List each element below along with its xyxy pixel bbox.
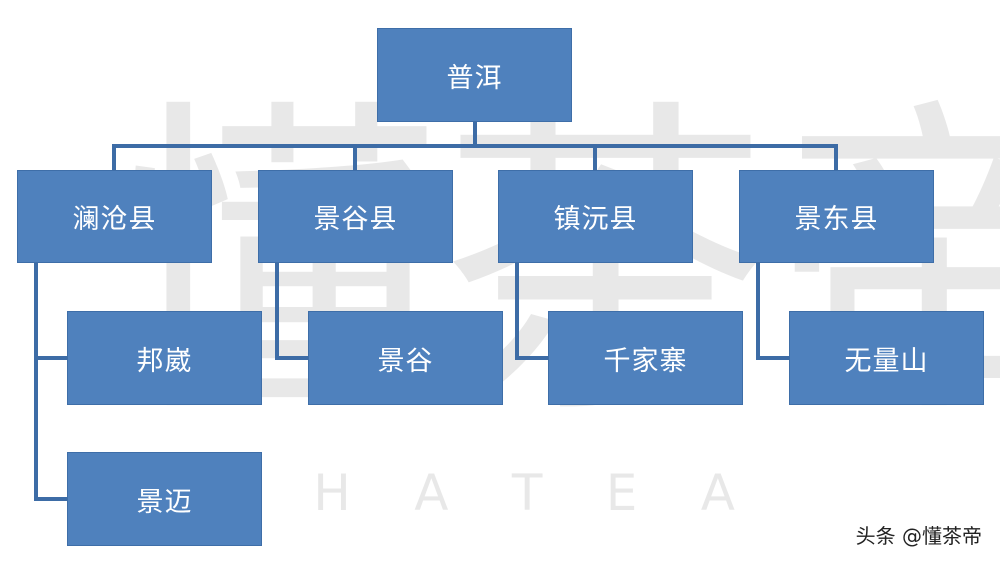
source-credit: 头条 @懂茶帝 bbox=[855, 524, 982, 548]
mountain-label: 千家寨 bbox=[603, 345, 688, 377]
mountain-label: 邦崴 bbox=[136, 345, 193, 377]
county-label: 澜沧县 bbox=[72, 204, 157, 235]
county-label: 景谷县 bbox=[313, 204, 398, 235]
root-node: 普洱 bbox=[377, 28, 572, 122]
mountain-node: 景迈 bbox=[67, 452, 262, 546]
mountain-node: 邦崴 bbox=[67, 311, 262, 405]
mountain-node: 无量山 bbox=[789, 311, 984, 405]
mountain-label: 景迈 bbox=[136, 486, 193, 518]
county-node: 景东县 bbox=[739, 170, 934, 263]
county-node: 澜沧县 bbox=[17, 170, 212, 263]
county-label: 景东县 bbox=[794, 204, 879, 235]
mountain-label: 无量山 bbox=[844, 345, 929, 377]
county-label: 镇沅县 bbox=[553, 204, 638, 235]
root-label: 普洱 bbox=[446, 62, 503, 94]
county-node: 镇沅县 bbox=[498, 170, 693, 263]
county-node: 景谷县 bbox=[258, 170, 453, 263]
mountain-node: 景谷 bbox=[308, 311, 503, 405]
mountain-label: 景谷 bbox=[377, 345, 434, 377]
mountain-node: 千家寨 bbox=[548, 311, 743, 405]
